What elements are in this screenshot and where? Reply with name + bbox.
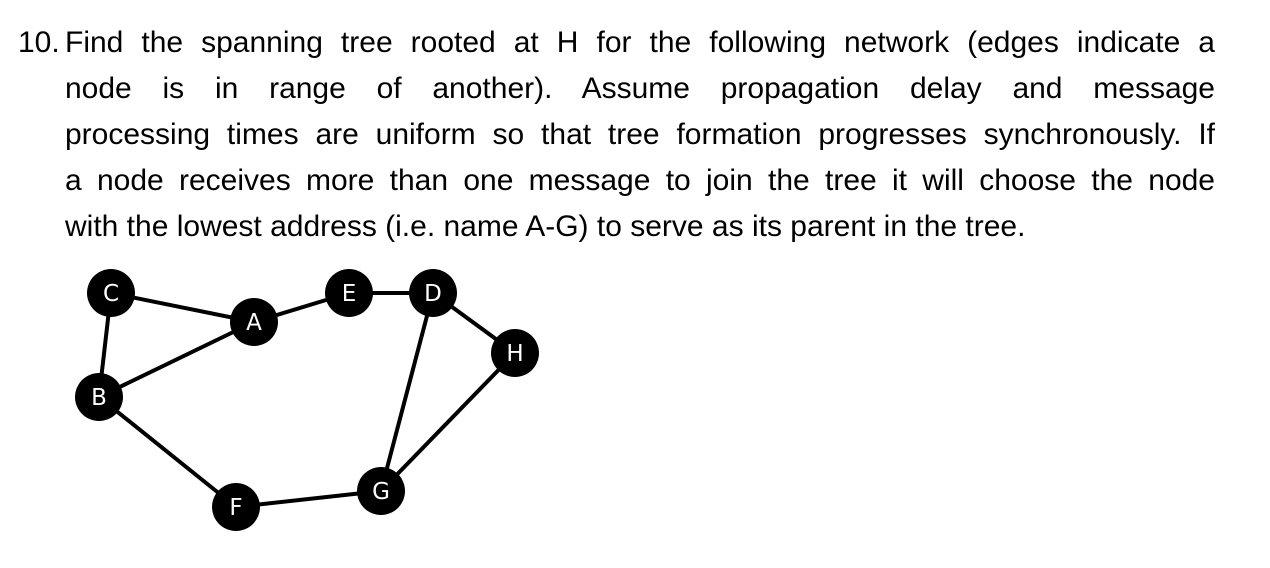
node-d: D	[409, 269, 457, 317]
edge-b-f	[97, 395, 238, 509]
question-line-2: node is in range of another). Assume pro…	[65, 72, 1215, 105]
question-text: Find the spanning tree rooted at H for t…	[65, 20, 1215, 250]
node-d-circle	[409, 269, 457, 317]
node-f: F	[212, 483, 260, 531]
edge-d-g	[379, 292, 435, 492]
node-f-label: F	[229, 495, 242, 521]
node-e: E	[325, 269, 373, 317]
node-c: C	[87, 269, 135, 317]
node-e-label: E	[342, 281, 357, 307]
edge-a-b	[98, 320, 255, 399]
node-h-circle	[491, 329, 539, 377]
node-f-circle	[212, 483, 260, 531]
question-line-4: a node receives more than one message to…	[65, 164, 1215, 197]
node-b: B	[75, 373, 123, 421]
edge-h-g	[379, 351, 517, 493]
question-number: 10.	[18, 26, 60, 59]
node-g-circle	[357, 467, 405, 515]
node-g: G	[357, 467, 405, 515]
edge-f-g	[235, 489, 382, 509]
node-c-label: C	[103, 281, 119, 307]
edges-layer	[97, 291, 517, 509]
node-a: A	[230, 298, 278, 346]
question-line-5: with the lowest address (i.e. name A-G) …	[65, 210, 1026, 243]
nodes-layer: C A E D H B F G	[75, 269, 539, 531]
node-a-circle	[230, 298, 278, 346]
node-g-label: G	[372, 479, 390, 505]
node-a-label: A	[246, 310, 262, 336]
node-h: H	[491, 329, 539, 377]
node-c-circle	[87, 269, 135, 317]
edge-c-a	[110, 291, 255, 324]
node-b-circle	[75, 373, 123, 421]
question-line-1: Find the spanning tree rooted at H for t…	[65, 26, 1215, 59]
node-d-label: D	[424, 281, 442, 307]
question-line-3: processing times are uniform so that tre…	[65, 118, 1215, 151]
node-b-label: B	[91, 385, 107, 411]
node-h-label: H	[506, 341, 523, 367]
node-e-circle	[325, 269, 373, 317]
